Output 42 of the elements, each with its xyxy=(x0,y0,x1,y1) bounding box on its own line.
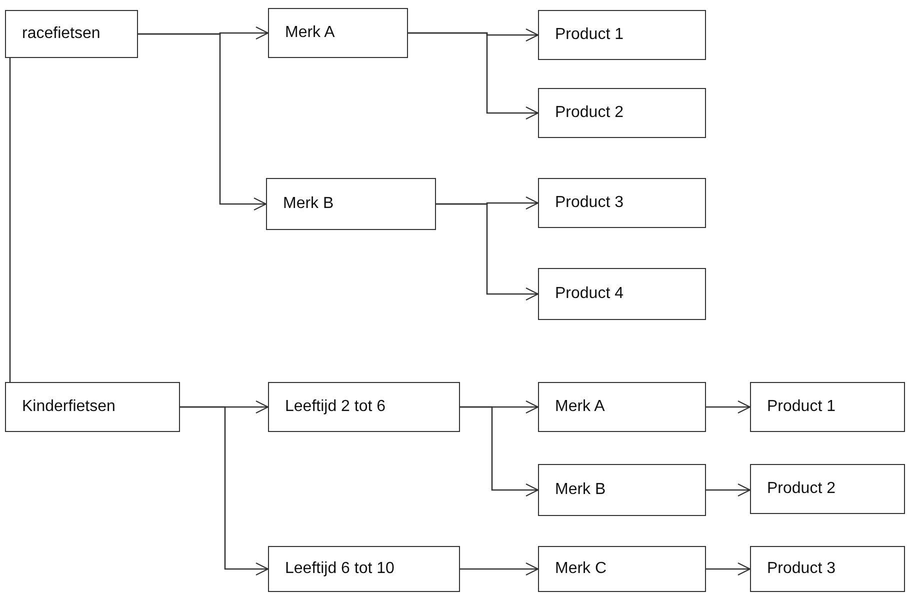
box-label: Product 2 xyxy=(767,480,836,498)
box-label: Kinderfietsen xyxy=(22,398,116,416)
arrow xyxy=(436,203,539,301)
category-box xyxy=(5,10,138,58)
box-label: Merk C xyxy=(555,560,607,578)
arrow xyxy=(706,483,751,497)
category-box xyxy=(538,464,706,516)
category-box xyxy=(268,546,460,592)
category-box xyxy=(750,546,905,592)
arrow xyxy=(138,33,267,211)
arrow xyxy=(706,562,751,576)
category-box xyxy=(538,382,706,432)
box-label: racefietsen xyxy=(22,25,100,43)
arrow xyxy=(408,32,539,120)
category-box xyxy=(538,546,706,592)
arrow xyxy=(706,400,751,414)
arrow xyxy=(180,406,269,576)
box-label: Product 3 xyxy=(555,194,624,212)
category-box xyxy=(750,382,905,432)
category-box xyxy=(538,88,706,138)
category-box xyxy=(266,178,436,230)
box-label: Product 1 xyxy=(767,398,836,416)
category-box xyxy=(750,464,905,514)
box-label: Product 1 xyxy=(555,26,624,44)
box-label: Merk B xyxy=(555,481,606,499)
category-box xyxy=(538,268,706,320)
box-label: Merk A xyxy=(285,24,335,42)
arrow xyxy=(460,406,539,497)
arrow xyxy=(460,562,539,576)
category-box xyxy=(538,10,706,60)
category-box xyxy=(538,178,706,228)
box-label: Merk A xyxy=(555,398,605,416)
box-label: Leeftijd 6 tot 10 xyxy=(285,560,394,578)
box-label: Leeftijd 2 tot 6 xyxy=(285,398,386,416)
box-label: Product 3 xyxy=(767,560,836,578)
box-label: Product 4 xyxy=(555,285,624,303)
box-label: Product 2 xyxy=(555,104,624,122)
category-box xyxy=(268,382,460,432)
box-label: Merk B xyxy=(283,195,334,213)
category-box xyxy=(268,8,408,58)
connector-line xyxy=(9,58,11,382)
category-box xyxy=(5,382,180,432)
